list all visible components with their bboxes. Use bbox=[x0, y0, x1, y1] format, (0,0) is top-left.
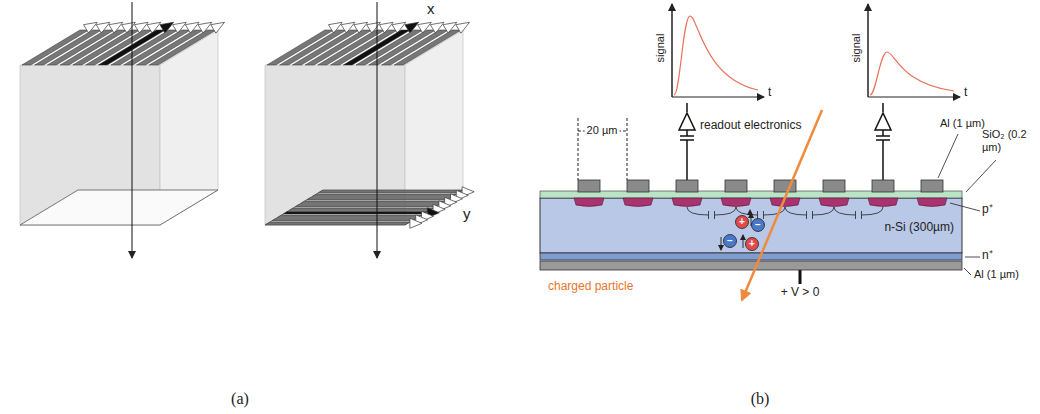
axis-name: t bbox=[964, 86, 967, 100]
p-implant bbox=[868, 198, 898, 207]
detector-back-plane bbox=[265, 190, 463, 225]
particle-name: charged particle bbox=[548, 280, 633, 294]
aluminium-strip bbox=[725, 180, 747, 192]
p-implant bbox=[917, 198, 947, 207]
particle-track bbox=[377, 2, 378, 258]
interstrip-capacitance bbox=[834, 207, 883, 215]
plot-axis bbox=[868, 4, 869, 97]
pitch-dimension bbox=[578, 118, 627, 180]
strip bbox=[289, 208, 433, 210]
strip bbox=[394, 30, 461, 65]
part-name: readout electronics bbox=[700, 119, 801, 133]
charge-sign: − bbox=[755, 220, 761, 230]
strip bbox=[149, 30, 216, 65]
strip bbox=[137, 30, 204, 65]
strip bbox=[283, 212, 427, 214]
aluminium-strip bbox=[676, 180, 698, 192]
part-name: n⁺ bbox=[982, 249, 993, 263]
p-implant bbox=[819, 198, 849, 207]
particle-track bbox=[742, 110, 822, 300]
plot-axes bbox=[672, 4, 764, 97]
charge-sign: + bbox=[749, 239, 755, 249]
strip bbox=[382, 30, 449, 65]
n-plus-layer bbox=[540, 253, 962, 260]
part-name: Al (1 µm) bbox=[974, 268, 1019, 281]
strip bbox=[266, 222, 410, 224]
leader-lines bbox=[938, 134, 996, 275]
axis-name: signal bbox=[850, 34, 863, 63]
strip bbox=[307, 198, 451, 200]
axis-name: y bbox=[463, 205, 471, 222]
readout-strips bbox=[574, 180, 947, 219]
back-aluminium bbox=[540, 261, 962, 270]
strip bbox=[278, 215, 422, 217]
aluminium-strip bbox=[823, 180, 845, 192]
bias-contact bbox=[799, 270, 802, 284]
capacitor-symbol bbox=[856, 211, 862, 219]
plot-axis bbox=[672, 4, 673, 97]
readout-amplifier bbox=[679, 103, 891, 180]
charge-sign: − bbox=[727, 236, 733, 246]
signal-pulse bbox=[674, 16, 758, 95]
strip bbox=[301, 201, 445, 203]
n-bulk bbox=[540, 198, 962, 253]
axis-name: t bbox=[768, 86, 771, 100]
bias-voltage: + V > 0 bbox=[781, 286, 820, 300]
strip-amplifier bbox=[410, 218, 422, 228]
strip-amplifier bbox=[456, 22, 470, 33]
interstrip-capacitance bbox=[785, 207, 834, 215]
strip bbox=[318, 191, 462, 193]
axis-name: x bbox=[427, 0, 435, 17]
strip bbox=[312, 194, 456, 196]
capacitor-symbol bbox=[758, 211, 764, 219]
strip-detector-sketches bbox=[20, 2, 474, 258]
plot-axes bbox=[868, 4, 960, 97]
p-implant bbox=[623, 198, 653, 207]
panel-label: (b) bbox=[751, 390, 770, 408]
aluminium-strip bbox=[627, 180, 649, 192]
p-implant bbox=[574, 198, 604, 207]
strip bbox=[272, 219, 416, 221]
capacitor-symbol bbox=[807, 211, 813, 219]
silicon-bulk: n-Si (300µm) bbox=[540, 198, 962, 253]
panel-label: (a) bbox=[231, 390, 249, 408]
capacitor-symbol bbox=[709, 211, 715, 219]
p-implant bbox=[672, 198, 702, 207]
charge-carriers bbox=[721, 210, 765, 251]
particle-track bbox=[132, 2, 133, 258]
dimension: 20 µm bbox=[585, 124, 620, 137]
part-name: SiO₂ (0.2 µm) bbox=[982, 128, 1038, 153]
aluminium-strip bbox=[921, 180, 943, 192]
strip-detector-cross-section bbox=[540, 4, 996, 300]
axis-name: signal bbox=[654, 34, 667, 63]
part-name: Al (1 µm) bbox=[940, 117, 985, 130]
interstrip-capacitance bbox=[687, 207, 736, 215]
part-name: p⁺ bbox=[982, 203, 993, 217]
detector-back-plane bbox=[20, 190, 218, 225]
p-implant bbox=[721, 198, 751, 207]
charge-sign: + bbox=[739, 217, 745, 227]
aluminium-strip bbox=[578, 180, 600, 192]
signal-pulse bbox=[870, 52, 954, 95]
layer-name: n-Si (300µm) bbox=[884, 220, 954, 234]
aluminium-strip bbox=[872, 180, 894, 192]
oxide-layer bbox=[540, 191, 962, 198]
strip-amplifier bbox=[211, 22, 225, 33]
strip bbox=[295, 205, 439, 207]
